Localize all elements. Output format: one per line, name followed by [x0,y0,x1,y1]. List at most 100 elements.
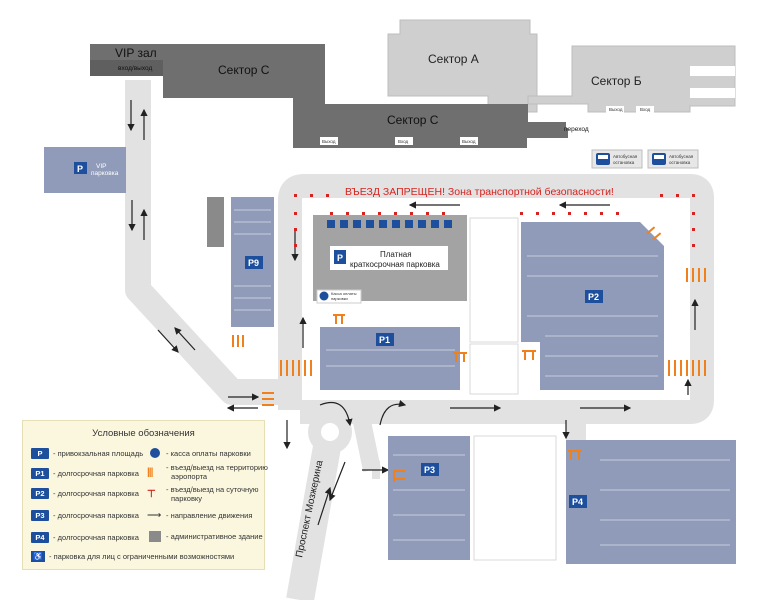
transfer: переход [564,118,590,133]
legend-text-line: парковку [171,494,203,503]
legend-item: P4 - долгосрочная парковка [31,532,139,543]
parking-badge [376,333,394,346]
barrier-red-icon [568,450,582,460]
legend-text-line: - въезд/выезд на территорию [166,463,268,472]
barrier-red-icon [333,314,345,324]
legend-item: ♿ - парковка для лиц с ограниченными воз… [31,551,234,562]
cashier-point [316,289,362,304]
terminal-doors: Выход Вход Выход Выход Вход [320,106,654,145]
bus-stop: Автобусная остановка [591,149,643,169]
cashier-icon [319,291,329,301]
bus-stop-label: остановка [613,160,635,165]
barrier-orange-icon [686,268,706,282]
parking-badge [74,162,87,174]
arrow-icon [157,329,179,353]
legend-text: - касса оплаты парковки [166,448,251,458]
legend: Условные обозначения P - привокзальная п… [22,420,268,570]
legend-symbol: P4 [31,532,49,543]
vip-parking-badge: P [77,164,83,174]
vip-parking-label: парковка [91,170,119,177]
legend-item: P2 - долгосрочная парковка [31,488,139,499]
sector-c-top-label: Сектор С [218,63,270,77]
legend-item: P3 - долгосрочная парковка [31,510,139,521]
legend-symbol: P2 [31,488,49,499]
sector-b-building: Сектор Б [527,45,736,113]
bus-stop-label: Автобусная [613,154,638,159]
legend-item: ⊤ - въезд/выезд на суточную парковку [147,485,259,503]
legend-item: ⟶ - направление движения [147,510,252,521]
direction-arrows [127,100,699,526]
legend-text: - въезд/выезд на суточную парковку [166,485,259,503]
sector-b-label: Сектор Б [591,74,642,88]
vip-parking-label: VIP [96,163,106,170]
legend-text: - въезд/выезд на территорию аэропорта [166,463,268,481]
legend-text-line: - въезд/выезд на суточную [166,485,259,494]
legend-text: - парковка для лиц с ограниченными возмо… [49,552,235,561]
legend-item: P1 - долгосрочная парковка [31,468,139,479]
legend-text: - долгосрочная парковка [53,489,139,498]
barrier-red-icon [646,226,662,241]
parking-badge [585,290,603,303]
short-term-parking-label: краткосрочная парковка [350,260,440,269]
legend-text: - направление движения [166,511,253,520]
barrier-red-icon [522,350,536,360]
parking-p3: P3 [388,436,470,560]
barrier-red-icon: ⊤ [147,488,156,500]
bus-stop-label: Автобусная [669,154,694,159]
barrier-red-icon [393,470,405,482]
parking-p9: P9 [231,197,274,327]
legend-item: ||| - въезд/выезд на территорию аэропорт… [147,463,268,481]
sector-c-building: VIP зал вход/выход Сектор С Сектор С [90,44,568,148]
legend-text: - привокзальная площадь [53,449,144,458]
barrier-orange-icon [232,335,244,347]
p9-label: P9 [248,258,259,268]
barrier-orange-icon [668,360,706,376]
arrow-icon [328,461,346,502]
sector-a-label: Сектор А [428,52,479,66]
p1-label: P1 [379,335,390,345]
barrier-orange-icon [262,392,274,406]
arrow-icon: ⟶ [147,510,162,521]
arrow-icon [317,486,332,526]
p3-p4-median [473,435,557,561]
barrier-red-icon [453,352,467,362]
vip-hall-label: VIP зал [115,46,157,60]
legend-symbol: P1 [31,468,49,479]
sector-a-building: Сектор А [387,19,538,113]
parking-badge [569,495,587,508]
transfer-label: переход [564,126,589,133]
kassa-label: парковки [331,296,348,301]
parking-p4: P4 [566,440,736,564]
door-label: Выход [322,139,336,144]
p4-label: P4 [572,497,583,507]
parking-badge [334,250,346,264]
barrier-orange-icon [280,360,312,376]
p3-label: P3 [424,465,435,475]
bus-stop-label: остановка [669,160,691,165]
short-term-parking: P Платная краткосрочная парковка Касса о… [313,215,467,304]
barrier-orange-icon: ||| [147,466,153,478]
restricted-zone-label: ВЪЕЗД ЗАПРЕЩЕН! Зона транспортной безопа… [345,186,614,198]
accessible-icon: ♿ [31,551,45,562]
parking-p1: P1 [320,327,460,390]
legend-item: - административное здание [147,531,263,542]
legend-text: - долгосрочная парковка [53,469,139,478]
parking-p2: P2 [521,222,664,390]
sector-c-bottom-label: Сектор С [387,113,439,127]
kassa-label: Касса оплаты [331,291,357,296]
barriers [232,226,706,482]
legend-title: Условные обозначения [92,428,195,439]
legend-text: - долгосрочная парковка [53,511,139,520]
short-term-parking-label: Платная [380,250,412,259]
bus-stop: Автобусная остановка [647,149,699,169]
legend-symbol: P [31,448,49,459]
door-label: Вход [398,139,409,144]
p2-label: P2 [588,292,599,302]
parking-badge [421,463,439,476]
parking-badge [245,256,263,269]
admin-building [207,197,224,247]
restricted-zone: ВЪЕЗД ЗАПРЕЩЕН! Зона транспортной безопа… [294,186,695,247]
legend-text-line: аэропорта [171,472,208,481]
short-term-parking-badge: P [337,253,343,263]
